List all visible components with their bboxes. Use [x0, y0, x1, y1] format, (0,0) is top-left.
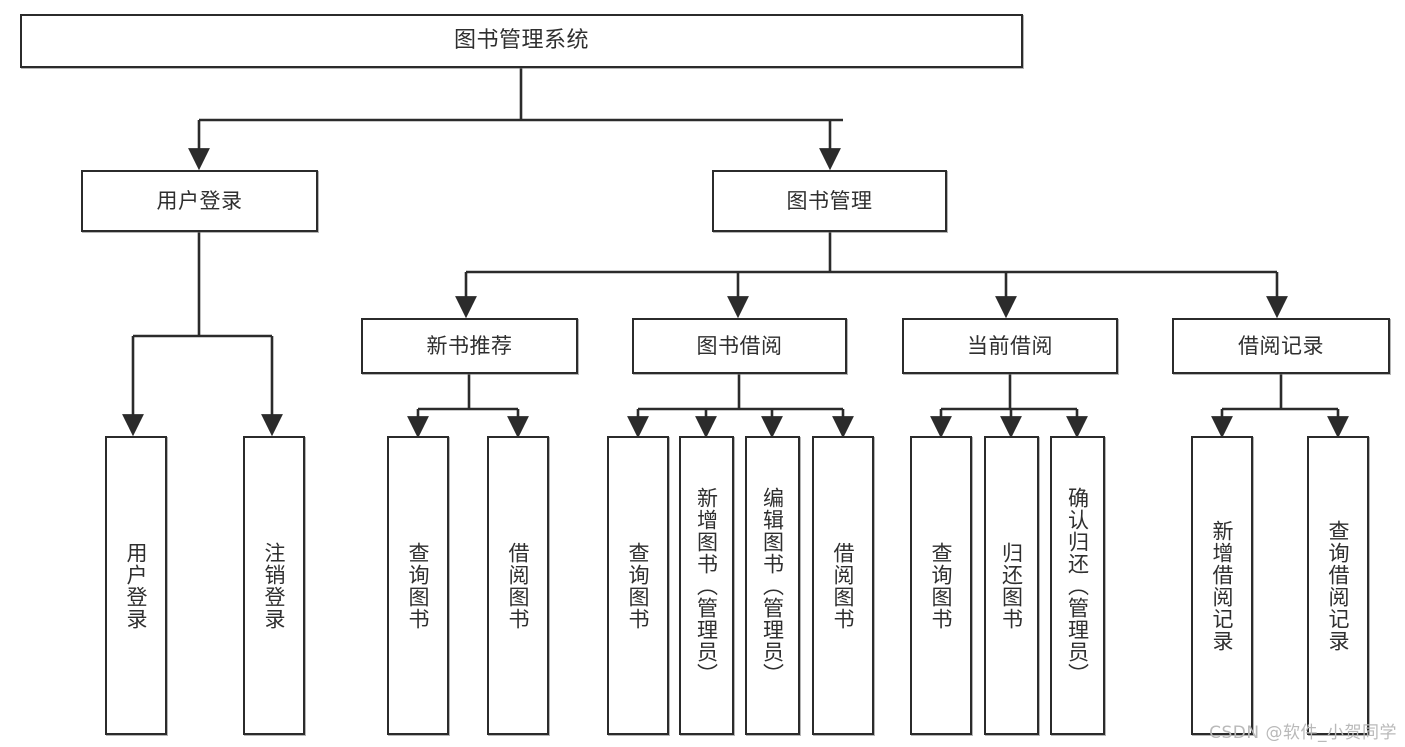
node-book-management[interactable]: 图书管理	[712, 170, 947, 232]
node-label: 归还图书	[999, 541, 1024, 630]
node-root-system[interactable]: 图书管理系统	[20, 14, 1023, 68]
node-current-borrow[interactable]: 当前借阅	[902, 318, 1118, 374]
node-new-book-recommend[interactable]: 新书推荐	[361, 318, 578, 374]
leaf-edit-book-admin[interactable]: 编辑图书（管理员）	[745, 436, 800, 735]
node-label: 借阅图书	[506, 541, 531, 630]
node-label: 确认归还（管理员）	[1065, 486, 1090, 685]
node-label: 用户登录	[124, 541, 149, 630]
leaf-return-book[interactable]: 归还图书	[984, 436, 1039, 735]
node-label: 查询图书	[929, 541, 954, 630]
node-label: 查询借阅记录	[1326, 519, 1351, 652]
leaf-add-book-admin[interactable]: 新增图书（管理员）	[679, 436, 734, 735]
node-label: 图书管理系统	[453, 28, 589, 54]
leaf-confirm-return-admin[interactable]: 确认归还（管理员）	[1050, 436, 1105, 735]
watermark: CSDN @软件_小贺同学	[1209, 723, 1397, 743]
node-label: 当前借阅	[967, 333, 1053, 358]
node-user-login[interactable]: 用户登录	[81, 170, 318, 232]
node-borrow-record[interactable]: 借阅记录	[1172, 318, 1390, 374]
node-label: 查询图书	[406, 541, 431, 630]
node-label: 借阅记录	[1238, 333, 1324, 358]
node-label: 编辑图书（管理员）	[760, 486, 785, 685]
node-book-borrow[interactable]: 图书借阅	[632, 318, 847, 374]
node-label: 新增借阅记录	[1210, 519, 1235, 652]
node-label: 查询图书	[626, 541, 651, 630]
node-label: 图书管理	[786, 188, 873, 213]
node-label: 新增图书（管理员）	[694, 486, 719, 685]
leaf-borrow-book-recommend[interactable]: 借阅图书	[487, 436, 549, 735]
leaf-add-borrow-record[interactable]: 新增借阅记录	[1191, 436, 1253, 735]
node-label: 图书借阅	[696, 333, 783, 358]
leaf-logout[interactable]: 注销登录	[243, 436, 305, 735]
leaf-query-borrow-record[interactable]: 查询借阅记录	[1307, 436, 1369, 735]
leaf-user-login[interactable]: 用户登录	[105, 436, 167, 735]
node-label: 用户登录	[156, 188, 243, 213]
leaf-query-book-recommend[interactable]: 查询图书	[387, 436, 449, 735]
node-label: 新书推荐	[426, 333, 513, 358]
leaf-borrow-book[interactable]: 借阅图书	[812, 436, 874, 735]
node-label: 注销登录	[262, 541, 287, 630]
leaf-query-book-current[interactable]: 查询图书	[910, 436, 972, 735]
node-label: 借阅图书	[831, 541, 856, 630]
leaf-query-book-borrow[interactable]: 查询图书	[607, 436, 669, 735]
